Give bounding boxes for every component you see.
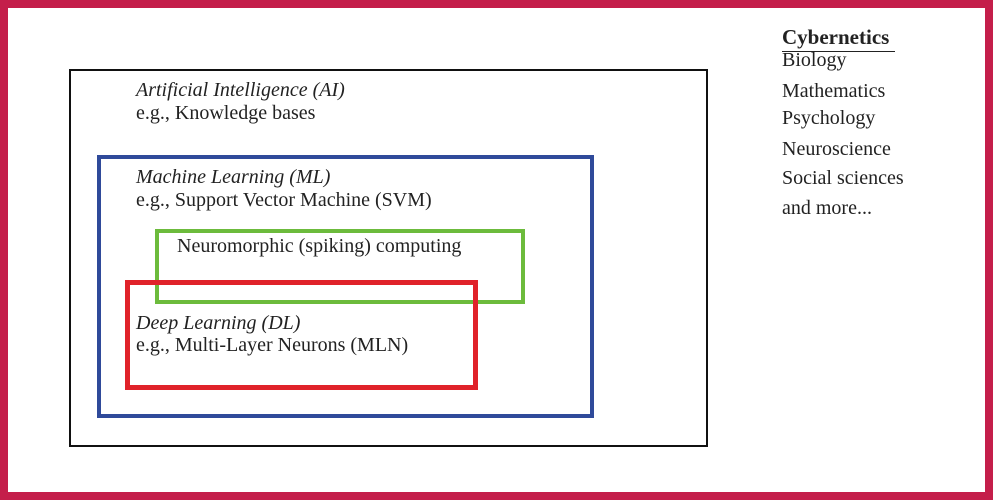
cybernetics-field: Biology <box>782 49 847 71</box>
ml-example: e.g., Support Vector Machine (SVM) <box>136 189 432 211</box>
cybernetics-field: Neuroscience <box>782 138 891 160</box>
neuromorphic-title: Neuromorphic (spiking) computing <box>177 235 462 257</box>
cybernetics-title: Cybernetics <box>782 25 895 52</box>
dl-example: e.g., Multi-Layer Neurons (MLN) <box>136 334 409 356</box>
dl-title: Deep Learning (DL) <box>136 312 301 334</box>
ai-title: Artificial Intelligence (AI) <box>136 79 345 101</box>
ai-box <box>69 69 708 447</box>
ml-title: Machine Learning (ML) <box>136 166 331 188</box>
cybernetics-field: Mathematics <box>782 80 886 102</box>
ml-box <box>97 155 594 418</box>
cybernetics-field: Social sciences <box>782 167 904 189</box>
neuromorphic-box <box>155 229 525 304</box>
cybernetics-field: Psychology <box>782 107 876 129</box>
ai-example: e.g., Knowledge bases <box>136 102 316 124</box>
dl-box <box>125 280 478 390</box>
cybernetics-field: and more... <box>782 197 872 219</box>
